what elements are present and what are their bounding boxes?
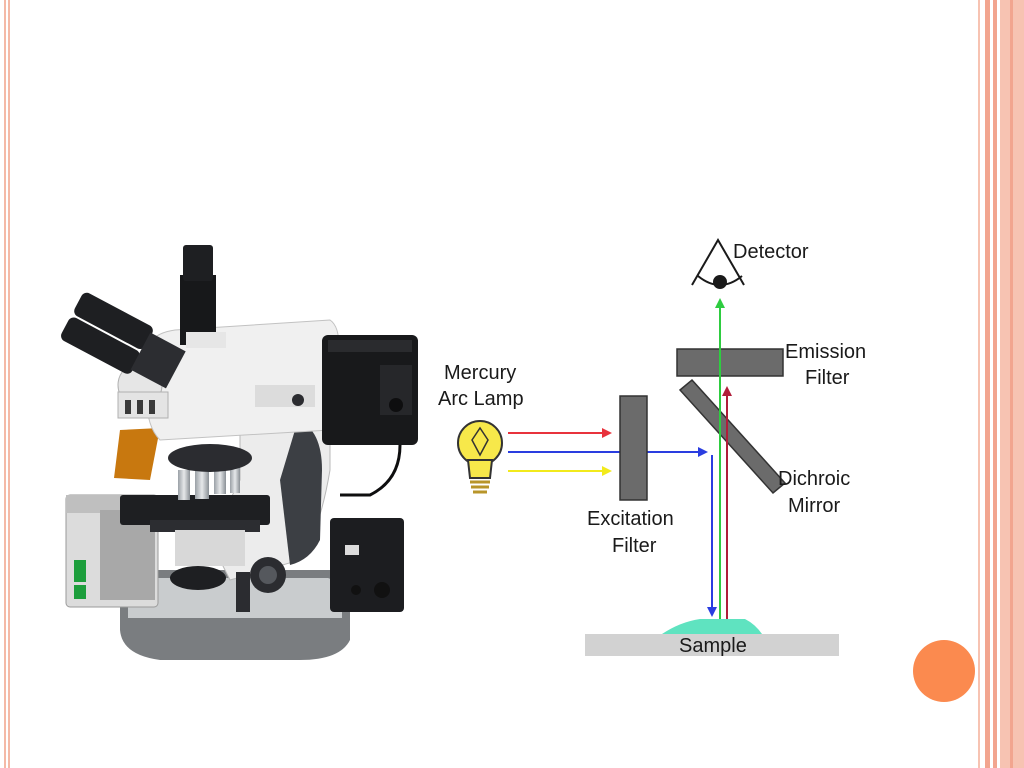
right-border-stripe [978,0,980,768]
right-border-stripe [1010,0,1013,768]
label-sample: Sample [679,635,747,657]
label-dichroic-line1: Dichroic [778,468,850,490]
lightbulb-icon [457,420,503,494]
eye-icon [691,238,745,289]
sample-specimen [662,619,762,634]
label-excitation-line1: Excitation [587,508,674,530]
emission-filter [676,348,784,377]
left-border-line [4,0,6,768]
label-mercury-line2: Arc Lamp [438,388,524,410]
right-border-stripe [993,0,997,768]
label-emission-filter-line2: Filter [805,367,850,389]
decorative-orange-circle [913,640,975,702]
microscope-illustration [61,245,418,660]
left-border-line [8,0,10,768]
right-border-stripe [985,0,990,768]
label-detector: Detector [733,241,809,263]
excitation-filter [619,395,648,501]
label-dichroic-line2: Mirror [788,495,841,517]
label-emission-filter-line1: Emission [785,341,866,363]
sample-slide [585,634,839,656]
label-excitation-line2: Filter [612,535,657,557]
dichroic-mirror [678,378,787,495]
label-mercury-line1: Mercury [444,362,516,384]
